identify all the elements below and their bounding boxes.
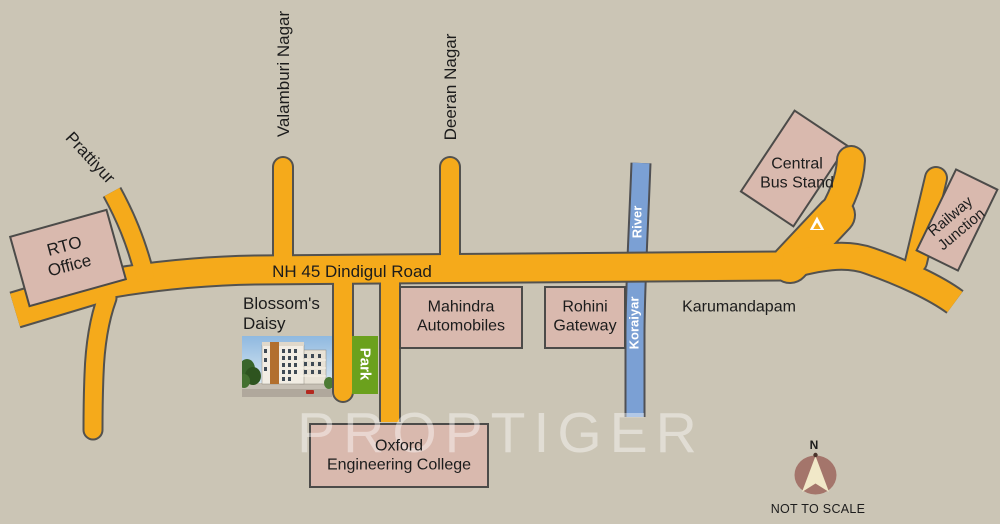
- road-north-branch: [815, 147, 864, 235]
- compass-north-label: N: [809, 438, 819, 453]
- fork-triangle-inner: [813, 222, 821, 229]
- oxford-college-box: [309, 423, 489, 488]
- park-label: Park: [356, 347, 374, 381]
- landmark-boxes: [8, 168, 999, 488]
- rohini-gateway-label: Rohini Gateway: [553, 298, 617, 334]
- road-label-nh45: NH 45 Dindigul Road: [272, 262, 432, 282]
- bus-stand-box: [739, 109, 849, 228]
- project-building-image: [238, 336, 334, 397]
- scale-note: NOT TO SCALE: [770, 501, 866, 516]
- building-illustration: [238, 336, 334, 397]
- mahindra-label: Mahindra Automobiles: [416, 298, 506, 334]
- project-label: Blossom's Daisy: [243, 294, 320, 333]
- road-east-branch: [782, 243, 963, 313]
- bus-stand-label: Central Bus Stand: [760, 155, 834, 191]
- compass-icon: [794, 452, 837, 495]
- rohini-gateway-box: [544, 286, 626, 349]
- river-label-koraiyar: Koraiyar: [626, 296, 642, 350]
- koraiyar-river: [626, 162, 650, 417]
- watermark: PROPTIGER: [297, 401, 705, 465]
- road-southwest: [84, 289, 116, 439]
- road-prattiyur: [104, 187, 155, 283]
- road-nh45: [82, 252, 784, 302]
- road-label-deeran-nagar: Deeran Nagar: [441, 33, 461, 141]
- road-label-valamburi-nagar: Valamburi Nagar: [274, 10, 294, 138]
- rto-office-box: [8, 208, 128, 308]
- railway-junction-box: [915, 168, 999, 272]
- area-label-karumandapam: Karumandapam: [682, 298, 796, 316]
- park-box: [352, 336, 378, 394]
- oxford-college-label: Oxford Engineering College: [326, 437, 472, 473]
- river-label-upper: River: [629, 205, 645, 239]
- mahindra-box: [399, 286, 523, 349]
